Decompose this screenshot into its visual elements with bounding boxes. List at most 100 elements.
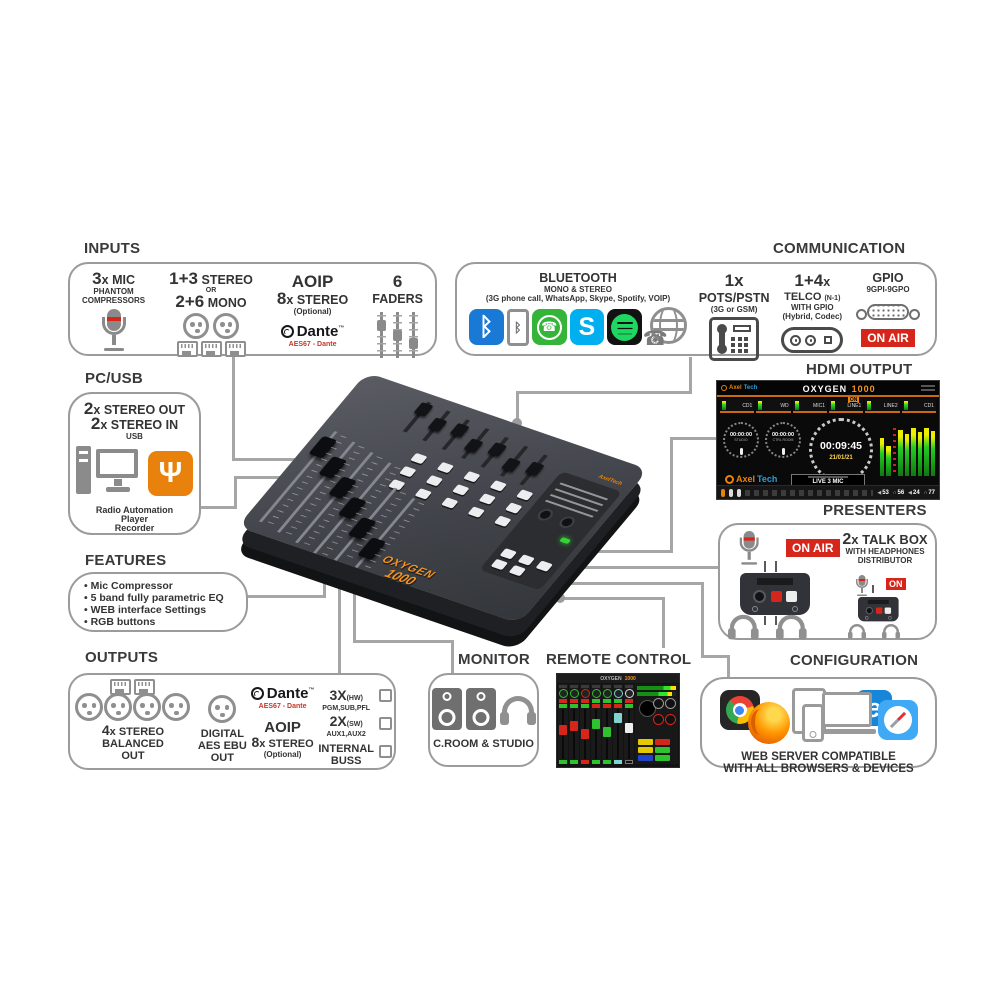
presenters-box: ON AIR 2x TALK BOX WITH HEADPHONES DISTR…	[718, 523, 937, 640]
faders-icon	[372, 312, 423, 358]
comm-icons-row: ᛒ ᛒ ☎ S ☎	[469, 307, 687, 350]
presenters-caption: 2x TALK BOX WITH HEADPHONES DISTRIBUTOR	[842, 531, 928, 566]
inputs-title: INPUTS	[84, 240, 141, 257]
headphones-icon	[848, 623, 866, 639]
mic-indicator	[721, 488, 725, 497]
hdmi-channel: LINE2	[865, 399, 900, 413]
hdmi-channel: MIC1	[792, 399, 827, 413]
xlr-connector-icon	[133, 693, 162, 721]
connector-line	[234, 477, 237, 509]
on-sign: ON	[886, 578, 906, 590]
remote-channel-strip	[602, 684, 612, 764]
inputs-aoip-group: AOIP 8x STEREO (Optional) Dante™ AES67 -…	[276, 272, 349, 348]
dante-icon	[280, 325, 294, 338]
connector-line	[232, 357, 235, 461]
remote-buttons	[638, 739, 670, 761]
connector-dot	[555, 593, 565, 603]
xlr-connector-icon	[162, 693, 191, 721]
outputs-title: OUTPUTS	[85, 649, 159, 666]
connector-line	[564, 597, 665, 600]
remote-channel-strip	[580, 684, 590, 764]
remote-channel-strip	[613, 684, 623, 764]
remote-channel-strip	[558, 684, 568, 764]
outputs-balanced-group: 4x STEREO BALANCED OUT	[72, 679, 194, 762]
checkbox-icon	[378, 745, 392, 758]
connector-line	[323, 569, 326, 598]
inputs-box: 3x MIC PHANTOM COMPRESSORS 1+3 STEREO OR…	[68, 262, 437, 358]
whatsapp-icon: ☎	[531, 309, 567, 345]
rj45-icon	[224, 341, 246, 357]
xlr-connector-icon	[183, 313, 210, 339]
telco-group: 1+4x TELCO (N-1) WITH GPIO (Hybrid, Code…	[781, 271, 844, 353]
connector-line	[547, 582, 704, 585]
monitor-box: C.ROOM & STUDIO	[428, 673, 539, 767]
connector-line	[232, 458, 314, 461]
db9-wrap	[855, 302, 921, 323]
connector-line	[689, 357, 692, 394]
feature-item: • RGB buttons	[84, 616, 156, 628]
firefox-icon	[747, 702, 790, 744]
hdmi-title: HDMI OUTPUT	[806, 361, 913, 378]
connector-dot	[334, 566, 344, 576]
connector-line	[701, 655, 730, 658]
connector-line	[451, 640, 454, 674]
speaker-icon	[431, 688, 462, 730]
microphone-icon	[738, 531, 760, 565]
mixer-channel-fader	[422, 410, 451, 442]
knob-icon	[556, 514, 578, 530]
monitor-title: MONITOR	[458, 651, 530, 668]
inputs-stereo-group: 1+3 STEREO OR 2+6 MONO	[169, 270, 253, 357]
monitor-level: ◀53	[877, 489, 889, 496]
headphones-icon	[499, 694, 536, 725]
pcusb-title: PC/USB	[85, 370, 143, 387]
dante-logo: Dante™	[277, 323, 348, 341]
rj45-icon	[176, 341, 198, 357]
configuration-box: e WEB SERVER COMPATIBLE WITH ALL BROWSER…	[700, 677, 937, 775]
skype-icon: S	[569, 309, 605, 345]
mixer-top-surface: AxelTech OXYGEN 1000	[237, 372, 649, 624]
presenters-title: PRESENTERS	[823, 502, 927, 519]
microphone-icon	[100, 309, 128, 351]
connector-line	[670, 437, 673, 553]
monitor-level: ∩56	[892, 489, 905, 496]
pots-group: 1x POTS/PSTN (3G or GSM)	[699, 271, 770, 361]
hdmi-bottom-bar: ◀53 ∩56 ◀24 ∩77	[717, 485, 939, 499]
connector-line	[200, 506, 237, 509]
remote-channel-strip	[591, 684, 601, 764]
xlr-connector-icon	[104, 693, 133, 721]
led-indicator	[559, 537, 572, 545]
devices-icon	[786, 688, 876, 746]
connector-line	[516, 391, 692, 394]
xlr-connector-icon	[75, 693, 104, 721]
feature-item: • Mic Compressor	[84, 580, 173, 592]
feature-item: • WEB interface Settings	[84, 604, 207, 616]
checkbox-icon	[378, 689, 392, 702]
xlr-icons	[169, 313, 253, 339]
connector-line	[563, 566, 718, 569]
connector-dot	[512, 418, 522, 428]
safari-icon	[877, 700, 918, 740]
connector-dot	[349, 572, 359, 582]
headphones-icon	[728, 613, 759, 640]
oxygen-logo: OXYGEN 1000	[379, 553, 438, 588]
buss-checkboxes	[378, 689, 392, 767]
connector-line	[353, 640, 454, 643]
connector-line	[516, 391, 519, 421]
xlr-icons	[198, 695, 247, 723]
mic-indicator	[737, 488, 741, 497]
connector-dot	[319, 561, 329, 571]
communication-title: COMMUNICATION	[773, 240, 906, 257]
remote-master-panel	[635, 684, 678, 764]
outputs-digital-group: DIGITAL AES EBU OUT	[198, 679, 247, 764]
connector-line	[247, 595, 326, 598]
remote-body	[557, 683, 679, 765]
